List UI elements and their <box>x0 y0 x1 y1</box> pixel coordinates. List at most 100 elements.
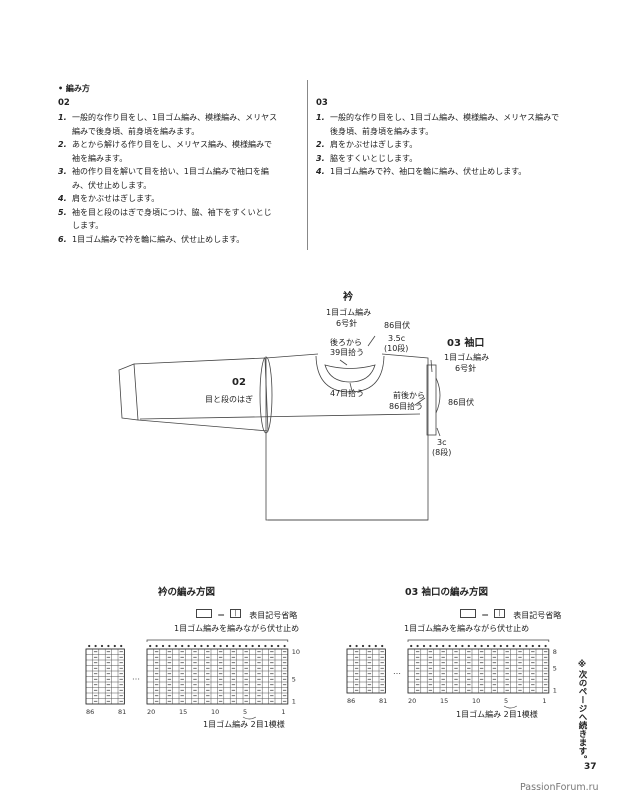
col-tick-label: 5 <box>243 708 247 716</box>
front-pickup-arrow <box>349 382 353 392</box>
ellipsis: … <box>132 673 140 682</box>
repeat-bracket <box>503 705 517 709</box>
bind-off-dot <box>467 644 470 648</box>
bind-off-dot <box>448 644 451 648</box>
ellipsis: … <box>393 667 401 676</box>
bind-off-dot <box>531 644 534 648</box>
bind-off-dot <box>193 644 197 648</box>
collar-title: 衿 <box>343 292 353 303</box>
bind-off-dot <box>368 644 371 648</box>
step-number: 1. <box>316 113 325 122</box>
bind-off-dot <box>442 644 445 648</box>
bind-off-dot <box>518 644 522 648</box>
sleeve-cuff <box>118 363 139 421</box>
knit-stitch-icon: | <box>494 609 506 618</box>
col-tick-label: 81 <box>118 708 126 716</box>
cuff-pickup-label-2: 86目拾う <box>389 402 424 411</box>
bind-off-dot <box>251 644 254 648</box>
bind-off-dot <box>264 644 267 648</box>
sleeve-label: 02 <box>232 377 246 388</box>
cuff-title: 03 袖口 <box>447 338 485 349</box>
bind-off-dot <box>474 644 477 648</box>
step-text-line: 袖を目と段のはぎで身頃につけ、脇、袖下をすくいとじ <box>72 207 272 217</box>
step-text-line: あとから解ける作り目をし、メリヤス編み、模様編みで <box>72 140 272 149</box>
step-text-line: 一般的な作り目をし、1目ゴム編み、模様編み、メリヤス編みで <box>330 113 560 122</box>
bind-off-dot <box>361 644 365 648</box>
bind-off-dot <box>155 644 158 648</box>
cuff-pickup-arrow <box>414 397 426 406</box>
row-tick-label: 8 <box>553 648 557 656</box>
shoulder-line <box>139 413 421 420</box>
bind-off-dot <box>113 644 116 648</box>
bind-off-dot <box>225 644 229 648</box>
step-text-line: 袖の作り目を解いて目を拾い、1目ゴム編みで袖口を編 <box>72 167 269 176</box>
bind-off-dot <box>238 644 241 648</box>
cuff-leader <box>430 359 433 373</box>
bind-off-dot <box>544 644 547 648</box>
collar-bindoff-note: 1目ゴム編みを編みながら伏せ止め <box>174 624 300 633</box>
row-tick-label: 1 <box>553 687 557 695</box>
continued-note: ※次のページへ続きます。 <box>577 660 587 764</box>
bind-off-dot <box>538 644 541 648</box>
bind-off-bracket <box>407 639 550 642</box>
bind-off-dot <box>454 644 458 648</box>
chart-block-border <box>85 648 125 705</box>
row-tick-label: 10 <box>292 648 300 656</box>
bind-off-dot <box>429 644 432 648</box>
bind-off-dot <box>277 644 280 648</box>
collar-knit-type: 1目ゴム編み <box>326 308 372 317</box>
section-02-title: 02 <box>58 98 70 108</box>
row-tick-label: 5 <box>292 676 296 684</box>
cuff-pickup-label-1: 前後から <box>393 391 425 400</box>
legend-equals: ＝ <box>217 611 226 620</box>
step-text-line: 肩をかぶせはぎします。 <box>330 140 418 149</box>
row-tick-label: 1 <box>292 698 296 706</box>
bind-off-dot <box>283 644 286 648</box>
collar-chart-legend: ＝ | 表目記号省略 <box>196 603 297 622</box>
col-tick-label: 1 <box>542 697 546 705</box>
col-tick-label: 1 <box>281 708 285 716</box>
bind-off-dot <box>499 644 502 648</box>
column-divider <box>307 80 308 250</box>
col-tick-label: 20 <box>147 708 155 716</box>
bind-off-dot <box>493 644 496 648</box>
bind-off-dot <box>416 644 419 648</box>
bind-off-dot <box>174 644 177 648</box>
step-text-line: 1目ゴム編みで衿を輪に編み、伏せ止めします。 <box>72 234 245 244</box>
bind-off-dot <box>512 644 515 648</box>
cuff-bindoff: 86目伏 <box>448 398 475 407</box>
step-number: 4. <box>316 167 325 176</box>
collar-inner <box>324 364 376 383</box>
step-number: 3. <box>316 153 325 163</box>
step-text-line: 脇をすくいとじします。 <box>330 153 418 163</box>
step-text-line: します。 <box>72 221 104 230</box>
col-tick-label: 10 <box>472 697 480 705</box>
chart-block-border <box>146 648 289 705</box>
step-text-line: 一般的な作り目をし、1目ゴム編み、模様編み、メリヤス <box>72 113 278 122</box>
bind-off-dot <box>94 644 97 648</box>
cuff-rows: (8段) <box>432 448 452 457</box>
section-03-title: 03 <box>316 98 328 108</box>
col-tick-label: 86 <box>347 697 355 705</box>
bind-off-dot <box>257 644 261 648</box>
back-pickup-label-1: 後ろから <box>330 338 362 347</box>
col-tick-label: 81 <box>379 697 387 705</box>
col-tick-label: 15 <box>179 708 187 716</box>
row-tick-label: 5 <box>553 665 557 673</box>
back-pickup-arrow <box>339 359 348 366</box>
cuff-width-leader <box>436 427 441 437</box>
sleeve-outline <box>133 357 269 432</box>
step-text-line: 後身頃、前身頃を編みます。 <box>330 126 434 136</box>
collar-outer <box>315 355 385 393</box>
legend-text: 表目記号省略 <box>249 611 298 620</box>
bind-off-dot <box>187 644 190 648</box>
collar-repeat-note: 1目ゴム編み 2目1模様 <box>203 720 285 729</box>
bind-off-dot <box>100 644 104 648</box>
page-number: 37 <box>584 762 597 772</box>
bind-off-dot <box>355 644 358 648</box>
bind-off-dot <box>149 644 152 648</box>
bind-off-dot <box>200 644 203 648</box>
step-number: 4. <box>58 194 67 203</box>
cuff-width: 3c <box>437 438 447 447</box>
instructions-heading: • 編み方 <box>58 84 90 93</box>
